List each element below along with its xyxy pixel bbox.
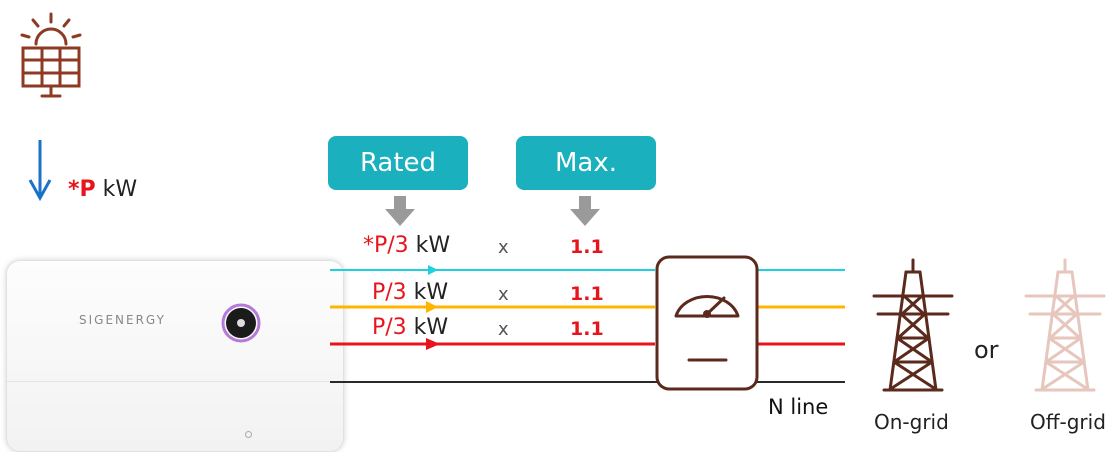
rated-down-arrow-icon [385, 196, 415, 226]
row-1-factor: 1.1 [570, 236, 604, 258]
inverter-device: SIGENERGY [6, 260, 344, 452]
row-3-times: x [498, 319, 509, 340]
row-3-factor: 1.1 [570, 318, 604, 340]
rated-tag: Rated [328, 136, 468, 190]
row-1-value: *P/3 [363, 233, 409, 258]
on-grid-label: On-grid [874, 410, 949, 434]
n-line-label: N line [768, 395, 829, 419]
row-3-value: P/3 [372, 315, 407, 340]
power-prefix: *P [68, 177, 96, 202]
row-1-times: x [498, 237, 509, 258]
on-grid-tower-icon [872, 258, 954, 392]
energy-meter-icon [655, 255, 759, 391]
row-3-unit: kW [406, 315, 449, 340]
power-button-icon [221, 303, 261, 343]
row-1-label: *P/3 kW [363, 233, 450, 258]
solar-panel-icon [20, 12, 82, 98]
phase-arrow-1 [428, 265, 438, 275]
off-grid-tower-icon [1024, 258, 1106, 392]
power-lines [330, 265, 845, 383]
max-down-arrow-icon [570, 196, 600, 226]
max-tag: Max. [516, 136, 656, 190]
device-divider [7, 381, 343, 382]
grid-or-label: or [974, 336, 999, 364]
power-unit: kW [95, 177, 138, 202]
row-2-times: x [498, 284, 509, 305]
device-brand: SIGENERGY [79, 313, 166, 327]
row-2-factor: 1.1 [570, 283, 604, 305]
row-2-unit: kW [406, 280, 449, 305]
off-grid-label: Off-grid [1030, 410, 1106, 434]
input-power-label: *P kW [68, 177, 137, 202]
row-3-label: P/3 kW [372, 315, 448, 340]
phase-arrow-3 [426, 338, 440, 350]
row-1-unit: kW [408, 233, 451, 258]
row-2-label: P/3 kW [372, 280, 448, 305]
row-2-value: P/3 [372, 280, 407, 305]
down-arrow-icon [28, 140, 52, 202]
phase-arrow-2 [426, 301, 438, 313]
